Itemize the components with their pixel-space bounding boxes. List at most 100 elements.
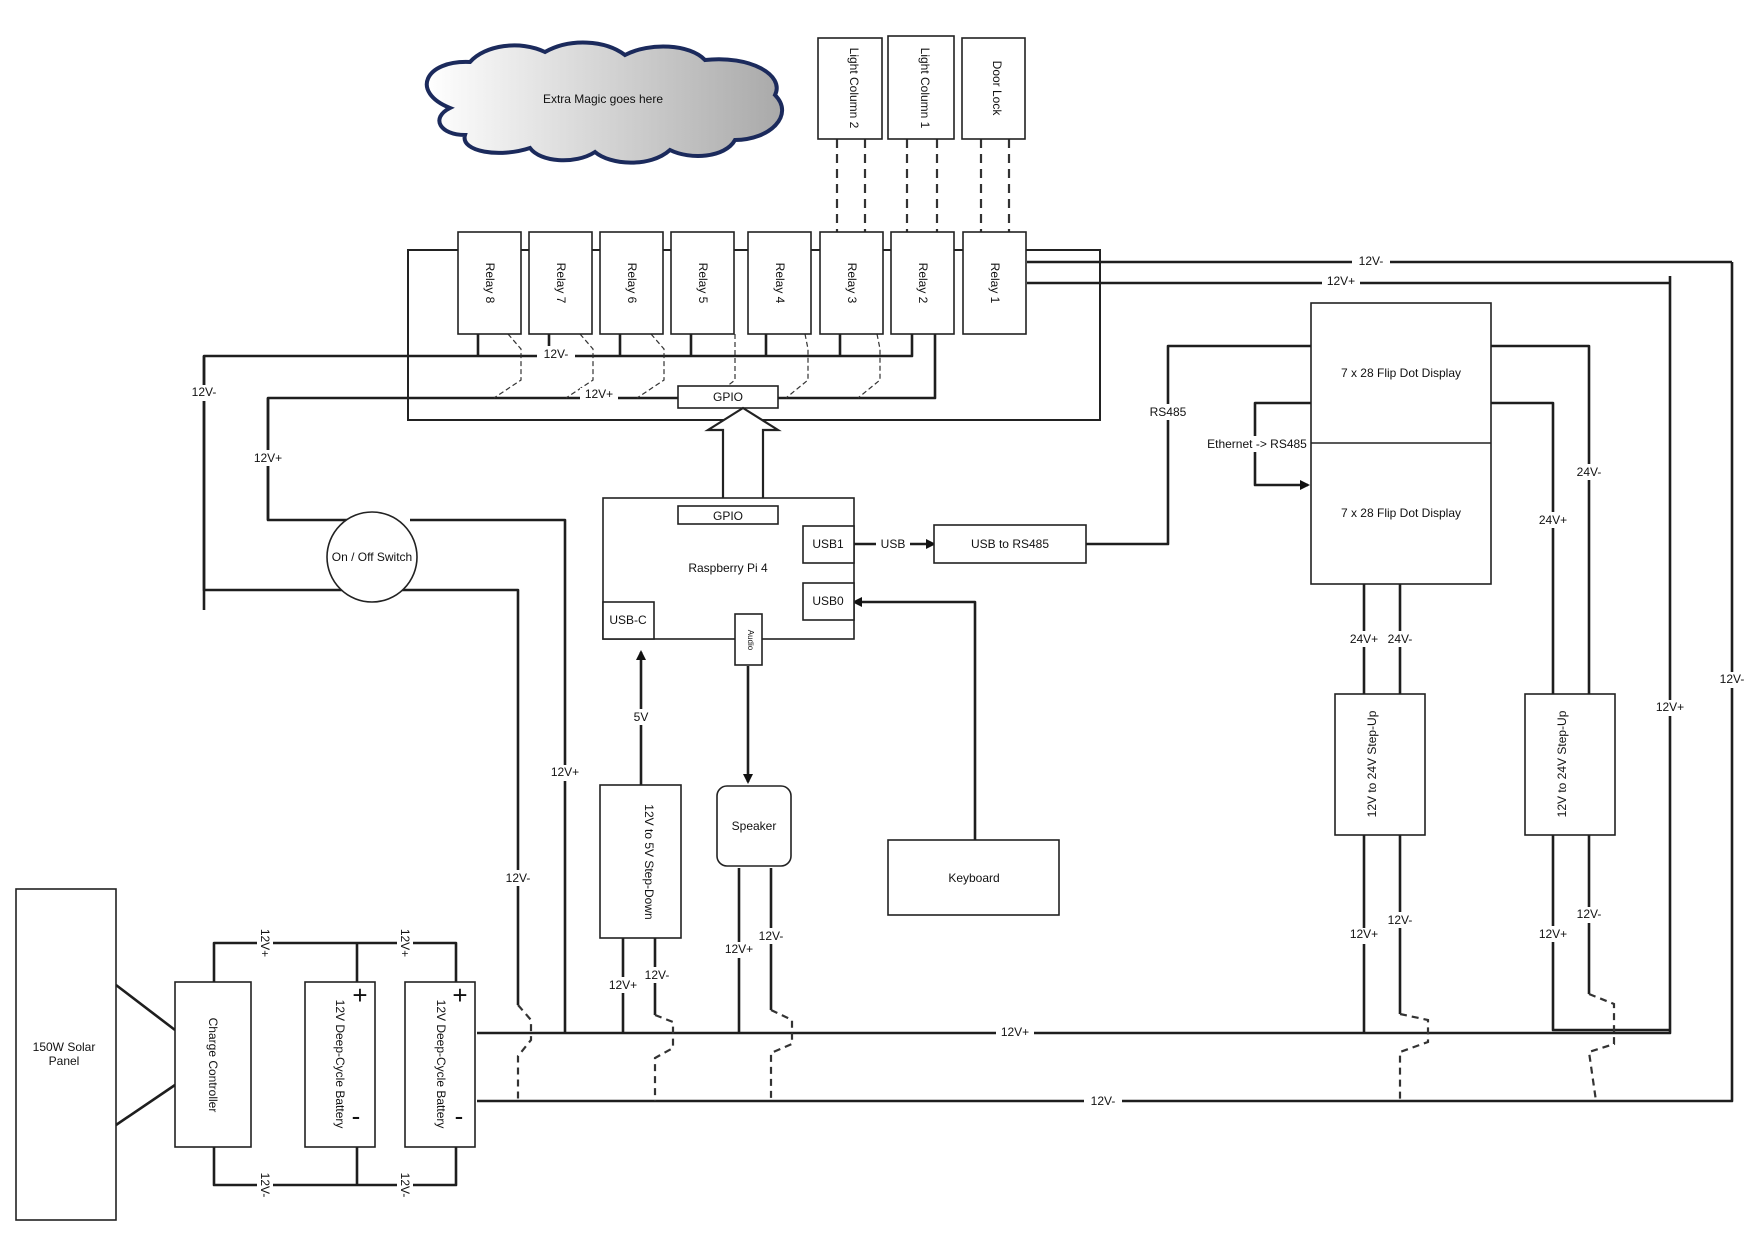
relay-7: Relay 7 [528,231,593,335]
battery-12v-plus-top [212,941,458,982]
battery-1-minus: - [352,1101,361,1131]
stepdown-12v-minus-jump [653,1013,675,1101]
label-rail-12v-minus: 12V- [544,347,569,361]
switch-12v-plus-in [266,398,362,522]
rs485-to-display [1086,344,1311,546]
solar-label-2: Panel [49,1054,80,1068]
charge-controller-label: Charge Controller [206,1018,220,1113]
display-2-label: 7 x 28 Flip Dot Display [1341,506,1461,520]
charge-controller: Charge Controller [174,981,252,1148]
battery-2-minus: - [455,1101,464,1131]
keyboard-label: Keyboard [948,871,999,885]
usb1-label: USB1 [812,537,844,551]
label-left-12v-minus: 12V- [192,385,217,399]
stepup2-12v-plus [1551,835,1670,1032]
usb0-port [802,582,855,621]
switch-12v-plus-out [410,518,567,1033]
left-12v-minus-jump [516,1004,533,1101]
keyboard: Keyboard [887,839,1060,916]
label-ethernet: Ethernet -> RS485 [1207,437,1307,451]
relay-1: Relay 1 [962,231,1027,335]
label-stepup1-12v-plus: 12V+ [1350,927,1378,941]
step-up-2: 12V to 24V Step-Up [1524,693,1616,836]
label-speaker-12v-minus: 12V- [759,929,784,943]
usb-to-rs485-label: USB to RS485 [971,537,1049,551]
bus-12v-minus [477,262,1734,1103]
stepup2-12v-minus-jump [1587,992,1616,1102]
label-speaker-12v-plus: 12V+ [725,942,753,956]
label-cc-12v-plus: 12V+ [258,929,272,957]
keyboard-to-usb0 [852,597,977,840]
light-column-1: Light Column 1 [887,35,955,140]
usbc-label: USB-C [609,613,647,627]
door-lock: Door Lock [961,37,1026,140]
relay-label: Relay 4 [773,263,787,304]
label-display-24v-minus: 24V- [1388,632,1413,646]
audio-port [734,613,763,666]
label-5v: 5V [634,710,649,724]
relay-label: Relay 5 [696,263,710,304]
speaker-12v-minus-jump [769,1009,794,1101]
label-bus-12v-plus: 12V+ [1001,1025,1029,1039]
relay-2: Relay 2 [890,231,955,335]
relay-label: Relay 6 [625,263,639,304]
usb1-port [802,525,855,564]
relay-gpio: GPIO [677,385,779,409]
label-rs485: RS485 [1150,405,1187,419]
wire-labels: 12V- 12V+ 12V- 12V+ 12V- 12V+ 12V+ 12V- … [186,253,1748,1202]
relay-label: Relay 1 [988,263,1002,304]
relay-gpio-label: GPIO [713,390,743,404]
relay-label: Relay 7 [554,263,568,304]
label-display2-24v-minus: 24V- [1577,465,1602,479]
step-down-label: 12V to 5V Step-Down [642,804,656,919]
display-24v-plus-2 [1491,401,1555,694]
light-column-2-links [835,139,867,232]
relay-3: Relay 3 [819,231,884,335]
usb-to-rs485: USB to RS485 [933,524,1087,564]
relay-5: Relay 5 [670,231,735,335]
label-bus-12v-minus: 12V- [1091,1094,1116,1108]
label-left-12v-plus: 12V+ [254,451,282,465]
speaker-label: Speaker [732,819,777,833]
label-stepdown-12v-plus: 12V+ [609,978,637,992]
pi-title: Raspberry Pi 4 [688,561,768,575]
battery-2-label: 12V Deep-Cycle Battery [434,1000,448,1129]
solar-label-1: 150W Solar [33,1040,96,1054]
switch-label: On / Off Switch [332,550,412,564]
light-column-1-label: Light Column 1 [918,48,932,129]
label-stepup2-12v-plus: 12V+ [1539,927,1567,941]
relay-label: Relay 3 [845,263,859,304]
pi-gpio [677,505,779,525]
relay-12v-plus-rail [266,334,937,520]
step-up-2-label: 12V to 24V Step-Up [1555,710,1569,817]
flip-dot-displays: 7 x 28 Flip Dot Display 7 x 28 Flip Dot … [1310,302,1492,585]
label-right-12v-plus: 12V+ [1656,700,1684,714]
raspberry-pi: GPIO Raspberry Pi 4 USB1 USB0 USB-C Audi… [602,497,855,666]
label-bat-12v-plus: 12V+ [398,929,412,957]
relay-label: Relay 2 [916,263,930,304]
relay-6: Relay 6 [599,231,664,335]
battery-1-plus: + [352,980,367,1010]
speaker: Speaker [716,785,792,867]
label-rail-12v-plus: 12V+ [585,387,613,401]
relays: Relay 8 Relay 7 Relay 6 Relay 5 Relay 4 Relay… [457,231,1027,335]
label-display-24v-plus: 24V+ [1350,632,1378,646]
door-lock-links [979,139,1011,232]
light-column-2-label: Light Column 2 [847,48,861,129]
relay-8: Relay 8 [457,231,522,335]
door-lock-label: Door Lock [990,61,1004,117]
battery-2-plus: + [452,980,467,1010]
battery-1: 12V Deep-Cycle Battery + - [304,980,376,1148]
step-up-1: 12V to 24V Step-Up [1334,693,1426,836]
pi-gpio-label: GPIO [713,509,743,523]
step-down: 12V to 5V Step-Down [599,784,682,939]
label-relay1-12v-plus: 12V+ [1327,274,1355,288]
battery-1-label: 12V Deep-Cycle Battery [333,1000,347,1129]
label-switch-12v-plus: 12V+ [551,765,579,779]
label-cc-12v-minus: 12V- [258,1173,272,1198]
label-switch-12v-minus: 12V- [506,871,531,885]
stepup1-12v-minus-jump [1398,1012,1430,1101]
relay-rail-dashes [493,333,881,399]
label-stepdown-12v-minus: 12V- [645,968,670,982]
